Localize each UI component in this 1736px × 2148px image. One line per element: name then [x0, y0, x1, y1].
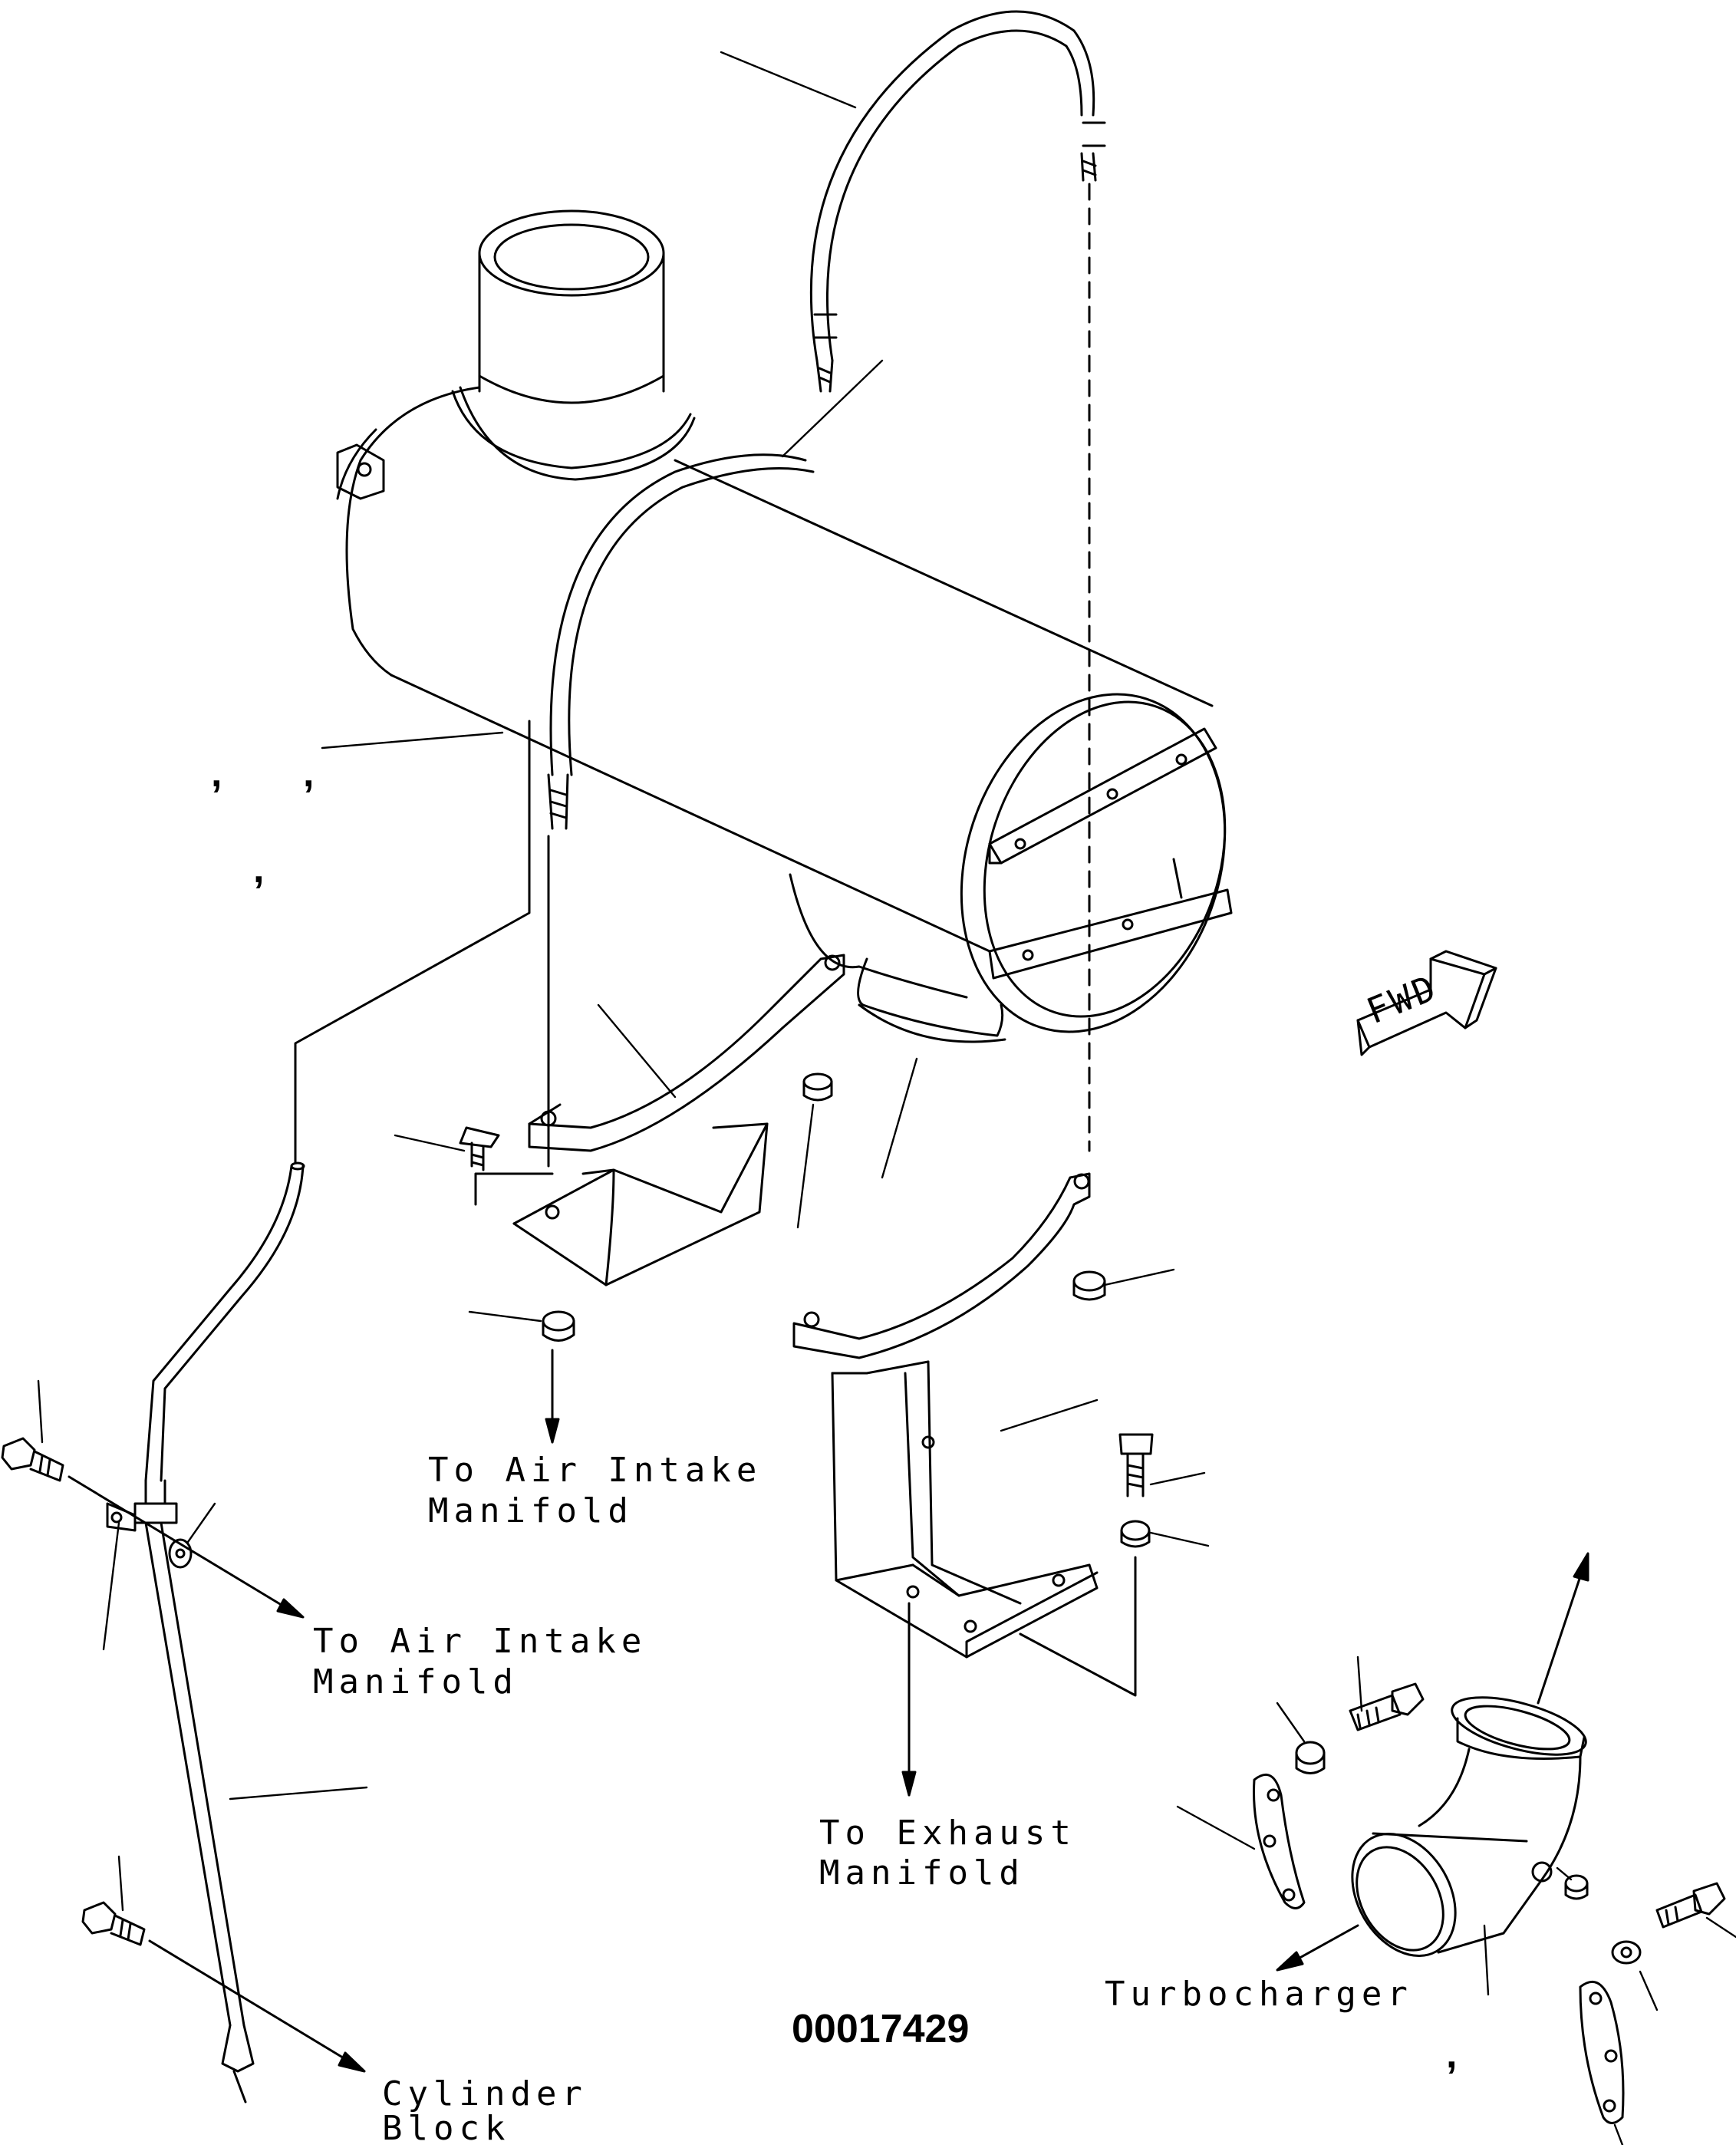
drain-tube: [107, 721, 529, 2102]
callout-exhaust-line2: Manifold: [819, 1853, 1025, 1893]
muffler-body: [338, 211, 1267, 1066]
u-bolt-strap: [811, 12, 1105, 1151]
ref-mark: ,: [303, 751, 314, 796]
callout-air-intake-upper-line2: Manifold: [428, 1491, 634, 1530]
callout-cylinder-block-line1: Cylinder: [382, 2074, 588, 2113]
callout-air-intake-lower-line2: Manifold: [313, 1662, 519, 1702]
front-mounting-bracket: [460, 955, 844, 1442]
turbo-elbow: [1254, 1553, 1725, 2123]
diagram-identifier: 00017429: [792, 2007, 970, 2051]
rear-mounting-bracket: [794, 1174, 1152, 1795]
ref-mark: ,: [211, 751, 222, 796]
callout-turbocharger: Turbocharger: [1105, 1975, 1413, 2014]
callout-air-intake-lower-line1: To Air Intake: [313, 1622, 647, 1661]
leader-lines: [38, 52, 1736, 2145]
barrel-strap: [548, 455, 813, 1166]
forward-badge-text: FWD: [1361, 967, 1444, 1033]
ref-mark: ,: [1446, 2032, 1457, 2077]
forward-direction-arrow: [1358, 951, 1496, 1055]
callout-exhaust-line1: To Exhaust: [819, 1814, 1076, 1853]
callout-air-intake-upper-line1: To Air Intake: [428, 1451, 763, 1490]
left-fasteners: [2, 1438, 364, 2071]
ref-mark: ,: [253, 847, 264, 891]
callout-cylinder-block-line2: Block: [382, 2109, 511, 2148]
